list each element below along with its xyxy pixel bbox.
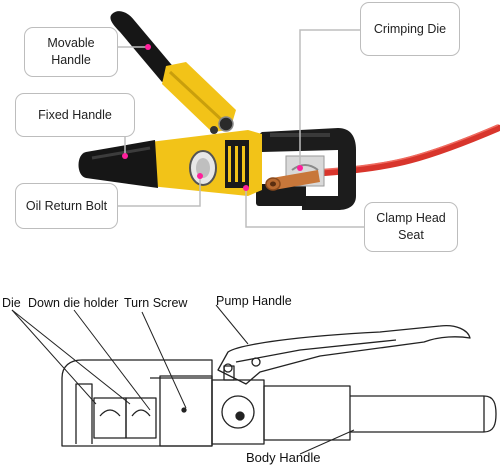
lug-hole — [270, 181, 276, 187]
label-die: Die — [2, 296, 21, 310]
fixed-handle-grip — [78, 140, 158, 188]
label-body-handle: Body Handle — [246, 450, 321, 465]
copper-lug — [272, 170, 320, 190]
body-handle-tube — [350, 395, 497, 433]
die-holder — [125, 397, 157, 439]
callout-movable-handle-line2: Handle — [51, 53, 91, 67]
pivot-bolt — [218, 116, 234, 132]
line-drawing — [11, 304, 497, 455]
head-outline — [61, 359, 213, 447]
head-inner — [75, 383, 93, 444]
turn-screw-knob-center — [235, 411, 245, 421]
handle-pivot-2 — [251, 357, 261, 367]
photo-leader-lines — [118, 29, 364, 228]
callout-crimping-die-text: Crimping Die — [373, 21, 447, 36]
callout-clamp-head-seat: Clamp Head Seat — [364, 202, 458, 252]
turn-screw-knob — [221, 395, 255, 429]
movable-handle-shading — [168, 70, 226, 124]
callout-oil-return-bolt: Oil Return Bolt — [15, 183, 118, 229]
cylinder-body — [263, 385, 351, 441]
diagram-leader-lines — [11, 304, 355, 455]
callout-oil-return-bolt-text: Oil Return Bolt — [25, 198, 108, 213]
callout-clamp-head-seat-line1: Clamp Head — [376, 211, 446, 226]
label-turn-screw: Turn Screw — [124, 296, 188, 310]
label-down-die-holder: Down die holder — [28, 296, 119, 310]
handle-link — [223, 365, 235, 381]
clamp-head — [250, 128, 356, 210]
label-pump-handle: Pump Handle — [216, 294, 292, 308]
pressure-gauge-inner — [196, 158, 210, 178]
die-holder-cut — [131, 409, 151, 417]
callout-clamp-head-seat-line2: Seat — [398, 228, 424, 242]
callout-fixed-handle: Fixed Handle — [15, 93, 135, 137]
pump-handle — [217, 324, 471, 385]
callout-movable-handle-line1: Movable — [47, 36, 95, 51]
die-groove — [291, 164, 319, 171]
product-illustration — [78, 11, 500, 228]
handle-pivot-1 — [223, 363, 233, 373]
die-left — [93, 397, 127, 439]
red-cable — [296, 124, 500, 178]
fixed-handle-shine — [91, 146, 151, 160]
callout-fixed-handle-text: Fixed Handle — [38, 107, 112, 122]
body-label-text — [228, 146, 245, 182]
pivot-bolt-2 — [210, 126, 218, 134]
callout-movable-handle: Movable Handle — [24, 27, 118, 77]
red-cable-highlight — [299, 124, 499, 172]
die-left-cut — [99, 409, 121, 417]
callout-crimping-die: Crimping Die — [360, 2, 460, 56]
piston-dot — [181, 407, 187, 413]
